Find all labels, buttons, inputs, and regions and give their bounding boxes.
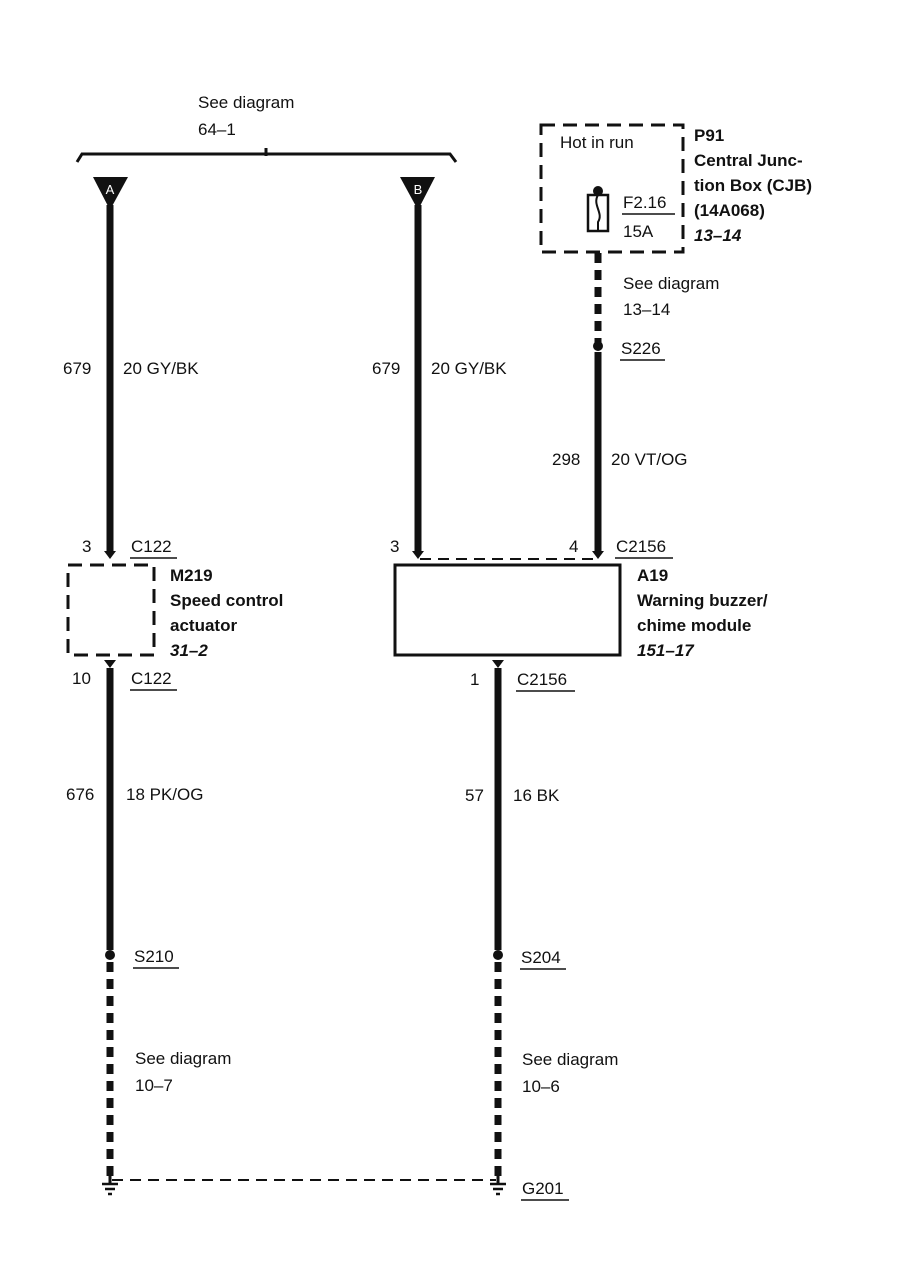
wire-b-arrow bbox=[412, 551, 424, 559]
connector-b: B bbox=[400, 177, 435, 210]
fuse-terminal bbox=[593, 186, 603, 196]
splice-s204: S204 bbox=[521, 948, 561, 967]
connector-a: A bbox=[93, 177, 128, 210]
actuator-conn-top: C122 bbox=[131, 537, 172, 556]
fuse-id: F2.16 bbox=[623, 193, 666, 212]
bottom-ref-left-line2: 10–7 bbox=[135, 1076, 173, 1095]
splice-s210: S210 bbox=[134, 947, 174, 966]
wire-a-arrow bbox=[104, 551, 116, 559]
buzzer-conn-top: C2156 bbox=[616, 537, 666, 556]
buzzer-box bbox=[393, 563, 622, 657]
cjb-part-no: (14A068) bbox=[694, 201, 765, 220]
wire-b-circuit: 679 bbox=[372, 359, 400, 378]
buzzer-pin-left: 3 bbox=[390, 537, 399, 556]
fuse-ref-line1: See diagram bbox=[623, 274, 719, 293]
wire-bk-circuit: 57 bbox=[465, 786, 484, 805]
ground-right-icon bbox=[490, 1176, 506, 1196]
wire-vt-circuit: 298 bbox=[552, 450, 580, 469]
fuse-rating: 15A bbox=[623, 222, 654, 241]
cjb-name-line2: tion Box (CJB) bbox=[694, 176, 812, 195]
cjb-name-line1: Central Junc- bbox=[694, 151, 803, 170]
actuator-page-ref: 31–2 bbox=[170, 641, 208, 660]
actuator-id: M219 bbox=[170, 566, 213, 585]
ground-label: G201 bbox=[522, 1179, 564, 1198]
buzzer-page-ref: 151–17 bbox=[637, 641, 695, 660]
splice-s210-dot bbox=[105, 950, 115, 960]
wire-bk-spec: 16 BK bbox=[513, 786, 560, 805]
actuator-out-arrow bbox=[104, 660, 116, 668]
ground-left-icon bbox=[102, 1176, 118, 1196]
wire-vt-arrow bbox=[592, 551, 604, 559]
wire-a-spec: 20 GY/BK bbox=[123, 359, 199, 378]
fuse-ref-line2: 13–14 bbox=[623, 300, 670, 319]
actuator-box bbox=[66, 563, 156, 657]
cjb-id: P91 bbox=[694, 126, 724, 145]
wire-a-circuit: 679 bbox=[63, 359, 91, 378]
buzzer-id: A19 bbox=[637, 566, 668, 585]
buzzer-name-line2: chime module bbox=[637, 616, 751, 635]
actuator-pin-bottom: 10 bbox=[72, 669, 91, 688]
actuator-pin-top: 3 bbox=[82, 537, 91, 556]
actuator-name-line1: Speed control bbox=[170, 591, 283, 610]
wire-vt-spec: 20 VT/OG bbox=[611, 450, 688, 469]
top-ref-line2: 64–1 bbox=[198, 120, 236, 139]
actuator-name-line2: actuator bbox=[170, 616, 237, 635]
buzzer-out-arrow bbox=[492, 660, 504, 668]
splice-s226: S226 bbox=[621, 339, 661, 358]
cjb-page-ref: 13–14 bbox=[694, 226, 742, 245]
top-ref-line1: See diagram bbox=[198, 93, 294, 112]
connector-b-label: B bbox=[414, 182, 423, 197]
buzzer-name-line1: Warning buzzer/ bbox=[637, 591, 768, 610]
fuse-element bbox=[595, 194, 601, 231]
bottom-ref-right-line2: 10–6 bbox=[522, 1077, 560, 1096]
actuator-conn-bottom: C122 bbox=[131, 669, 172, 688]
wire-pk-circuit: 676 bbox=[66, 785, 94, 804]
bottom-ref-left-line1: See diagram bbox=[135, 1049, 231, 1068]
cjb-box bbox=[539, 123, 685, 254]
bottom-ref-right-line1: See diagram bbox=[522, 1050, 618, 1069]
splice-s226-dot bbox=[593, 341, 603, 351]
cjb-hot-label: Hot in run bbox=[560, 133, 634, 152]
buzzer-pin-right: 4 bbox=[569, 537, 578, 556]
connector-a-label: A bbox=[106, 182, 115, 197]
buzzer-pin-bottom: 1 bbox=[470, 670, 479, 689]
wire-pk-spec: 18 PK/OG bbox=[126, 785, 203, 804]
buzzer-conn-bottom: C2156 bbox=[517, 670, 567, 689]
wire-b-spec: 20 GY/BK bbox=[431, 359, 507, 378]
splice-s204-dot bbox=[493, 950, 503, 960]
